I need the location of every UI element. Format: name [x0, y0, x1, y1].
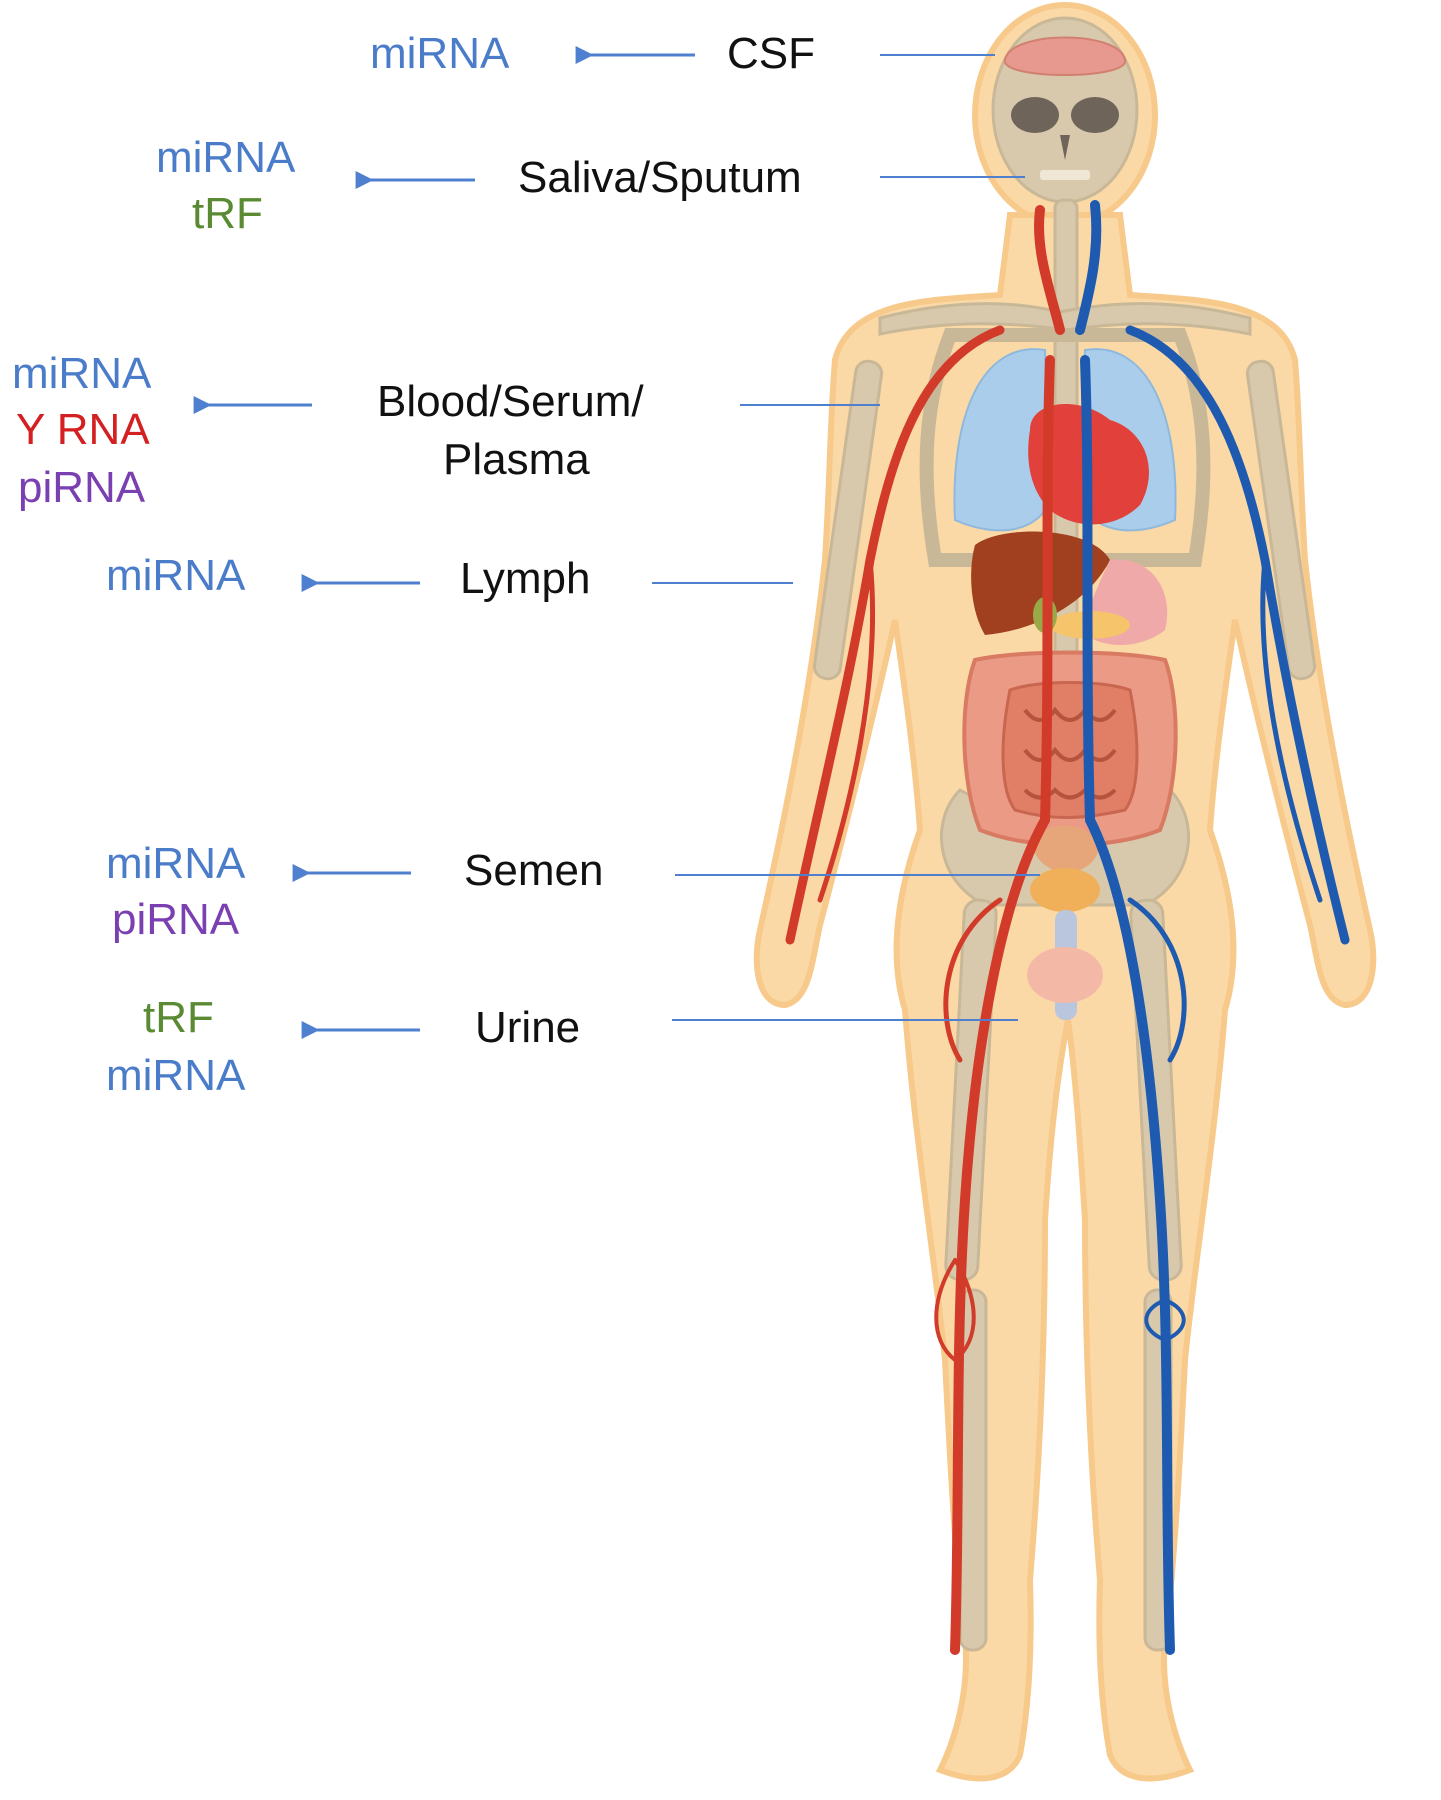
blood-rna-label-2: Y RNA [16, 405, 150, 454]
blood-fluid-label-line-1: Blood/Serum/ [377, 377, 644, 426]
testes [1027, 947, 1103, 1003]
fluid-row-urine: tRF miRNA Urine [106, 993, 1018, 1100]
left-leg-artery [950, 815, 1050, 1655]
right-leg-vein-branch [1127, 897, 1187, 1063]
right-leg-vein [1085, 815, 1175, 1655]
intestine-coils [1023, 706, 1117, 800]
fluid-row-semen: miRNA piRNA Semen [106, 839, 1040, 944]
jugular-vein [1075, 200, 1102, 335]
urine-rna-label-2: miRNA [106, 1051, 246, 1100]
semen-rna-label-2: piRNA [112, 895, 240, 944]
skull-face [1011, 97, 1119, 180]
saliva-rna-label-2: tRF [192, 189, 263, 238]
lymph-fluid-label: Lymph [460, 554, 590, 603]
right-eye-socket [1071, 97, 1119, 133]
carotid-artery [1034, 205, 1065, 335]
vena-cava [1080, 355, 1095, 825]
ribcage [919, 328, 1211, 567]
right-arm-vein-branch [1260, 557, 1323, 903]
bladder [1030, 825, 1100, 873]
clavicles [878, 302, 1252, 336]
left-lung [953, 348, 1052, 532]
saliva-rna-label-1: miRNA [156, 133, 296, 182]
jaw-teeth [1040, 170, 1090, 180]
left-leg-artery-branch [943, 897, 1003, 1063]
left-arm-artery-branch [817, 557, 876, 903]
knee-artery-loop [934, 1258, 976, 1363]
semen-rna-label-1: miRNA [106, 839, 246, 888]
semen-fluid-label: Semen [464, 846, 603, 895]
veins [1075, 200, 1350, 1655]
skeleton [812, 16, 1317, 1652]
blood-fluid-label-line-2: Plasma [443, 435, 590, 484]
fluid-row-csf: miRNA CSF [370, 29, 995, 78]
aorta [1040, 355, 1055, 825]
human-body-illustration [753, 2, 1377, 1782]
urine-rna-label-1: tRF [143, 993, 214, 1042]
right-humerus [1245, 359, 1317, 681]
prostate [1030, 868, 1100, 912]
csf-rna-label-1: miRNA [370, 29, 510, 78]
lymph-rna-label-1: miRNA [106, 551, 246, 600]
saliva-fluid-label: Saliva/Sputum [518, 153, 802, 202]
fluid-annotations: miRNA CSF miRNA tRF Saliva/Sputum miRNA … [12, 29, 1040, 1100]
left-eye-socket [1011, 97, 1059, 133]
nasal-cavity [1060, 135, 1070, 160]
fluid-row-blood: miRNA Y RNA piRNA Blood/Serum/ Plasma [12, 349, 880, 512]
knee-vein-coil [1144, 1298, 1186, 1343]
fluid-row-saliva: miRNA tRF Saliva/Sputum [156, 133, 1025, 238]
arteries [785, 205, 1065, 1655]
blood-rna-label-1: miRNA [12, 349, 152, 398]
liver [971, 531, 1110, 635]
fluid-row-lymph: miRNA Lymph [106, 551, 793, 603]
blood-rna-label-3: piRNA [18, 463, 146, 512]
small-intestine [1001, 681, 1139, 819]
csf-fluid-label: CSF [727, 29, 815, 78]
left-humerus [812, 359, 884, 681]
intestines [962, 650, 1178, 847]
urine-fluid-label: Urine [475, 1003, 580, 1052]
brain [1004, 36, 1126, 76]
